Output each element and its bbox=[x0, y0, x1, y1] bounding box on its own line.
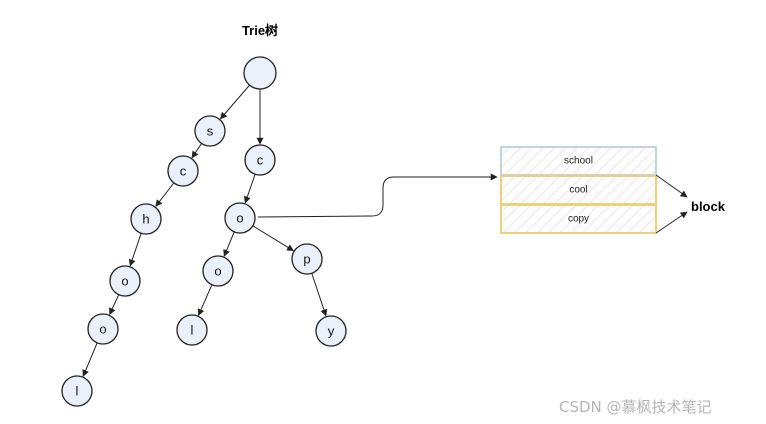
trie-node-circle bbox=[315, 315, 347, 347]
edge-o4-to-l2 bbox=[197, 284, 213, 316]
trie-node-label: l bbox=[191, 323, 194, 338]
trie-node-circle bbox=[167, 155, 199, 187]
trie-node-o1: o bbox=[109, 265, 141, 297]
trie-node-l2: l bbox=[176, 314, 208, 346]
block-label: block bbox=[691, 199, 726, 214]
trie-node-circle bbox=[224, 202, 256, 234]
trie-node-label: s bbox=[207, 124, 214, 139]
trie-node-s: s bbox=[194, 115, 226, 147]
trie-nodes: s c h o o l c o o p l y bbox=[61, 56, 347, 407]
node-to-block-arrow bbox=[257, 173, 498, 218]
trie-node-circle bbox=[176, 314, 208, 346]
trie-node-o2: o bbox=[87, 313, 119, 345]
trie-node-label: h bbox=[142, 212, 149, 227]
trie-edges bbox=[82, 84, 328, 377]
block-cell-copy bbox=[500, 204, 657, 234]
trie-node-o3: o bbox=[224, 202, 256, 234]
block-cell-school-text: school bbox=[564, 156, 593, 167]
trie-node-h: h bbox=[130, 203, 162, 235]
trie-node-circle bbox=[243, 56, 277, 90]
trie-node-l1: l bbox=[61, 375, 93, 407]
trie-node-label: o bbox=[99, 322, 106, 337]
block-cell-cool-text: cool bbox=[569, 185, 587, 196]
trie-node-c2: c bbox=[244, 144, 276, 176]
edge-p-to-y bbox=[311, 273, 328, 317]
trie-node-circle bbox=[130, 203, 162, 235]
trie-node-label: c bbox=[257, 153, 264, 168]
trie-node-p: p bbox=[291, 243, 323, 275]
trie-node-label: o bbox=[214, 264, 221, 279]
trie-node-root bbox=[243, 56, 277, 90]
word-block: school cool copy bbox=[500, 146, 657, 234]
trie-node-label: c bbox=[180, 164, 187, 179]
edge-root-to-s bbox=[219, 84, 250, 120]
edge-h-to-o1 bbox=[128, 233, 142, 267]
trie-node-label: y bbox=[328, 324, 335, 339]
block-brace-bottom-arrow bbox=[655, 211, 688, 234]
trie-node-y: y bbox=[315, 315, 347, 347]
block-cell-copy-text: copy bbox=[568, 214, 589, 225]
edge-o3-to-o4 bbox=[223, 231, 235, 257]
trie-node-circle bbox=[61, 375, 93, 407]
edge-s-to-c1 bbox=[191, 143, 203, 159]
trie-node-circle bbox=[202, 255, 234, 287]
trie-node-label: o bbox=[121, 274, 128, 289]
trie-node-circle bbox=[194, 115, 226, 147]
edge-o3-to-p bbox=[252, 225, 294, 252]
trie-node-circle bbox=[87, 313, 119, 345]
block-cell-cool bbox=[500, 175, 657, 205]
trie-node-c1: c bbox=[167, 155, 199, 187]
edge-c2-to-o3 bbox=[243, 174, 256, 204]
trie-node-circle bbox=[244, 144, 276, 176]
trie-node-label: l bbox=[76, 384, 79, 399]
trie-node-circle bbox=[291, 243, 323, 275]
watermark: CSDN @慕枫技术笔记 bbox=[559, 398, 712, 416]
trie-node-label: o bbox=[236, 211, 243, 226]
trie-node-circle bbox=[109, 265, 141, 297]
edge-o2-to-l1 bbox=[82, 342, 98, 377]
block-brace-top-arrow bbox=[655, 174, 688, 198]
trie-node-o4: o bbox=[202, 255, 234, 287]
edge-c1-to-h bbox=[155, 182, 175, 207]
edge-o1-to-o2 bbox=[109, 294, 120, 316]
diagram-title: Trie树 bbox=[242, 23, 278, 38]
trie-node-label: p bbox=[303, 252, 310, 267]
